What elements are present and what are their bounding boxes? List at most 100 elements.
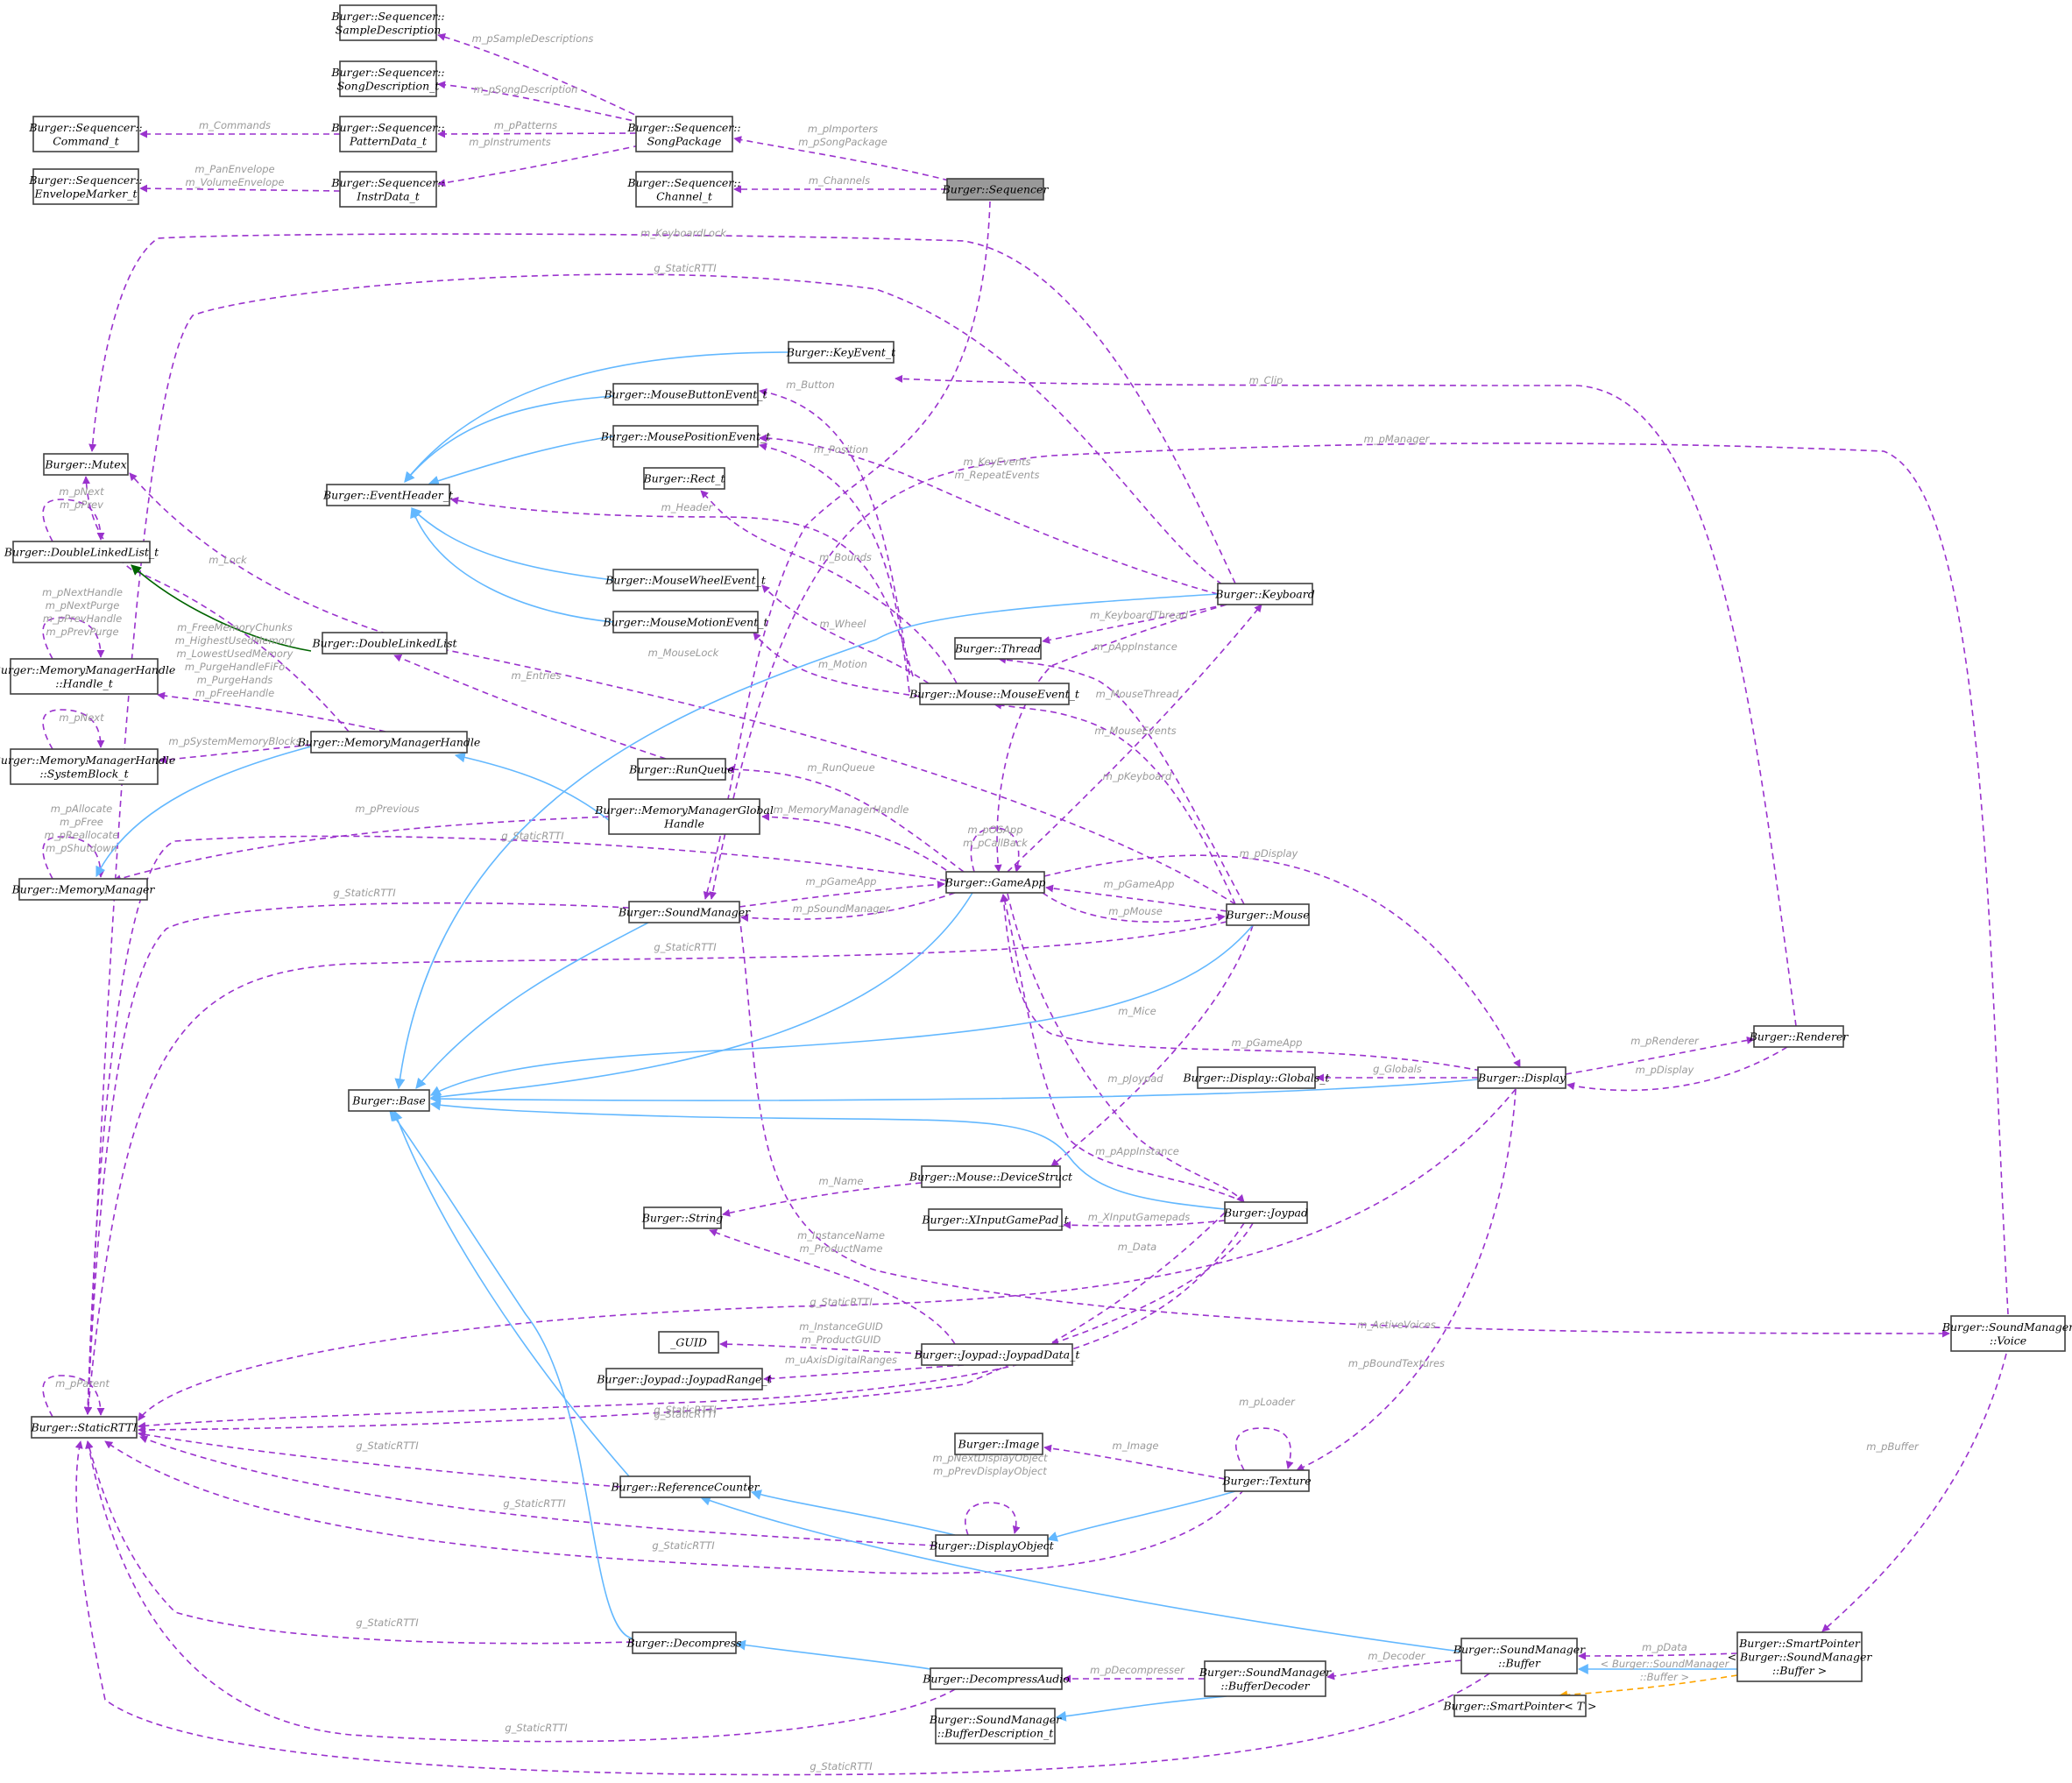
edge-e24 — [994, 604, 1227, 873]
edge-path — [394, 593, 1219, 1090]
class-node-mousemotion[interactable]: Burger::MouseMotionEvent_t — [602, 611, 768, 633]
class-node-memmgr[interactable]: Burger::MemoryManager — [11, 878, 156, 901]
class-node-seq-songpkg[interactable]: Burger::Sequencer::SongPackage — [626, 116, 741, 152]
class-node-sequencer[interactable]: Burger::Sequencer — [942, 178, 1050, 201]
class-node-seq-instr[interactable]: Burger::Sequencer::InstrData_t — [330, 171, 445, 208]
class-name: Burger::Mouse::DeviceStruct — [909, 1171, 1073, 1184]
class-node-seq-song[interactable]: Burger::Sequencer::SongDescription_t — [330, 60, 445, 97]
edge-e36 — [113, 816, 610, 883]
edge-label: m_pPrev — [60, 499, 103, 511]
edge-label: m_LowestUsedMemory — [177, 647, 293, 660]
class-node-string[interactable]: Burger::String — [641, 1206, 724, 1229]
class-node-eventheader[interactable]: Burger::EventHeader_t — [322, 484, 454, 506]
edge-e66 — [1043, 1444, 1226, 1480]
edge-path — [965, 1502, 1021, 1536]
class-box — [12, 541, 151, 563]
edge-e78 — [85, 1440, 956, 1743]
class-node-seq-env[interactable]: Burger::Sequencer::EnvelopeMarker_t — [28, 168, 143, 205]
edge-path — [740, 892, 956, 922]
class-box — [605, 1368, 763, 1390]
class-name: Burger::Texture — [1221, 1475, 1311, 1488]
class-box — [1460, 1638, 1578, 1674]
edge-i01 — [404, 351, 789, 483]
class-node-seq-cmd[interactable]: Burger::Sequencer::Command_t — [28, 116, 143, 152]
class-node-gameapp[interactable]: Burger::GameApp — [944, 871, 1046, 894]
class-node-mousebtn[interactable]: Burger::MouseButtonEvent_t — [604, 383, 768, 406]
class-node-soundmgr[interactable]: Burger::SoundManager — [618, 901, 751, 923]
edge-label: m_pShutdown — [46, 842, 117, 854]
class-name: Burger::MouseButtonEvent_t — [604, 388, 768, 401]
class-node-guid[interactable]: _GUID — [658, 1331, 719, 1354]
class-node-joypaddata[interactable]: Burger::Joypad::JoypadData_t — [914, 1343, 1081, 1366]
class-node-mouse[interactable]: Burger::Mouse — [1225, 903, 1310, 926]
edge-path — [750, 1489, 956, 1536]
class-node-mmh-block[interactable]: Burger::MemoryManagerHandle::SystemBlock… — [0, 748, 175, 785]
class-node-dll[interactable]: Burger::DoubleLinkedList — [311, 632, 458, 654]
edge-label: m_VolumeEnvelope — [186, 176, 285, 188]
class-node-seq-sample[interactable]: Burger::Sequencer::SampleDescription — [330, 4, 445, 41]
class-node-sm-bufdesc[interactable]: Burger::SoundManager::BufferDescription_… — [929, 1708, 1062, 1744]
class-node-voice[interactable]: Burger::SoundManager::Voice — [1941, 1315, 2072, 1352]
class-name: Burger::SoundManager — [1941, 1320, 2072, 1334]
edge-path — [709, 442, 2009, 1315]
class-node-joypadrange[interactable]: Burger::Joypad::JoypadRange_t — [596, 1368, 773, 1390]
class-node-keyevent[interactable]: Burger::KeyEvent_t — [786, 341, 896, 364]
class-node-runqueue[interactable]: Burger::RunQueue — [628, 758, 734, 781]
class-name: < Burger::SoundManager — [1728, 1651, 1873, 1664]
class-node-mmh[interactable]: Burger::MemoryManagerHandle — [297, 731, 481, 754]
class-node-rect[interactable]: Burger::Rect_t — [642, 467, 726, 490]
edge-label: m_pSongDescription — [474, 83, 578, 96]
class-name: Burger::Mutex — [44, 458, 126, 471]
class-node-staticrtti[interactable]: Burger::StaticRTTI — [30, 1416, 138, 1439]
edge-i06 — [95, 746, 312, 878]
edge-path — [42, 709, 105, 750]
class-box — [1226, 903, 1310, 926]
class-node-decompress[interactable]: Burger::Decompress — [626, 1631, 742, 1654]
class-node-smartptr-t[interactable]: Burger::SmartPointer< T > — [1443, 1695, 1597, 1717]
class-node-smartptr-buf[interactable]: Burger::SmartPointer< Burger::SoundManag… — [1728, 1631, 1873, 1682]
class-node-seq-channel[interactable]: Burger::Sequencer::Channel_t — [626, 171, 741, 208]
edge-label: g_StaticRTTI — [810, 1760, 873, 1772]
edge-e70 — [139, 1435, 937, 1546]
class-node-display[interactable]: Burger::Display — [1477, 1066, 1566, 1089]
class-box — [921, 1343, 1073, 1366]
class-node-refcounter[interactable]: Burger::ReferenceCounter — [610, 1475, 760, 1498]
class-node-devicestruct[interactable]: Burger::Mouse::DeviceStruct — [909, 1165, 1073, 1188]
edge-i02 — [404, 395, 614, 483]
class-node-sm-bufdec[interactable]: Burger::SoundManager::BufferDecoder — [1199, 1660, 1332, 1697]
class-node-sm-buffer[interactable]: Burger::SoundManager::Buffer — [1453, 1638, 1586, 1674]
edge-path — [895, 374, 1797, 1027]
class-node-mutex[interactable]: Burger::Mutex — [43, 453, 129, 476]
class-node-renderer[interactable]: Burger::Renderer — [1749, 1025, 1849, 1048]
edge-e62 — [763, 1364, 965, 1383]
class-node-display-globals[interactable]: Burger::Display::Globals_t — [1182, 1066, 1330, 1089]
edge-e61 — [719, 1340, 923, 1355]
class-name: SongDescription_t — [337, 79, 441, 92]
class-node-image[interactable]: Burger::Image — [954, 1433, 1043, 1455]
edge-label: m_pMouse — [1108, 905, 1163, 917]
class-node-dll-t[interactable]: Burger::DoubleLinkedList_t — [4, 541, 159, 563]
class-node-displayobject[interactable]: Burger::DisplayObject — [929, 1534, 1055, 1557]
class-node-decompaudio[interactable]: Burger::DecompressAudio — [922, 1667, 1070, 1690]
edge-label: m_uAxisDigitalRanges — [785, 1354, 897, 1366]
class-node-thread[interactable]: Burger::Thread — [954, 637, 1042, 660]
edge-path — [429, 892, 973, 1102]
edge-path — [709, 1228, 956, 1345]
class-node-seq-pattern[interactable]: Burger::Sequencer::PatternData_t — [330, 116, 445, 152]
class-node-mousewheel[interactable]: Burger::MouseWheelEvent_t — [605, 569, 767, 591]
class-node-mmh-handle[interactable]: Burger::MemoryManagerHandle::Handle_t — [0, 658, 175, 695]
edge-path — [1043, 1444, 1226, 1480]
class-node-texture[interactable]: Burger::Texture — [1221, 1469, 1312, 1492]
class-node-xinput[interactable]: Burger::XInputGamePad_t — [921, 1208, 1070, 1231]
class-node-mousepos[interactable]: Burger::MousePositionEvent_t — [600, 425, 772, 448]
edge-e12 — [895, 374, 1797, 1027]
edge-e27 — [129, 472, 1236, 905]
class-node-keyboard[interactable]: Burger::Keyboard — [1214, 583, 1315, 605]
class-node-base[interactable]: Burger::Base — [348, 1089, 430, 1112]
edge-path — [83, 902, 630, 1415]
edge-path — [1007, 893, 1245, 1203]
class-node-mouse-event[interactable]: Burger::Mouse::MouseEvent_t — [909, 683, 1080, 705]
class-node-joypad[interactable]: Burger::Joypad — [1223, 1201, 1308, 1224]
edges-layer — [42, 33, 2009, 1776]
